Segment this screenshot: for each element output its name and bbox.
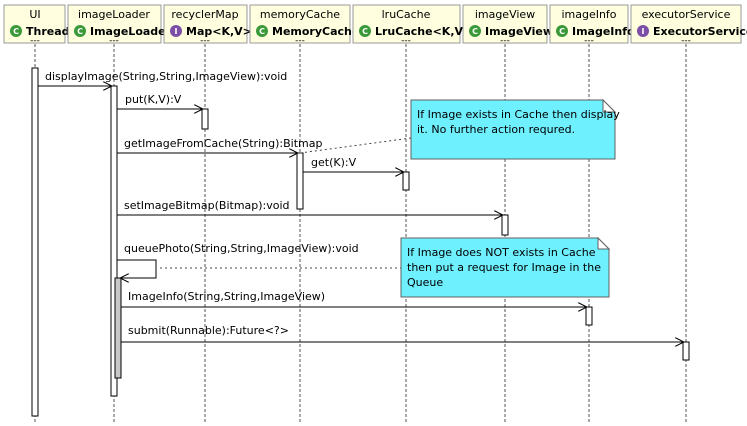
- header-dots: ---: [295, 36, 305, 46]
- class-icon-letter: C: [362, 27, 368, 36]
- note-cache-missing[interactable]: If Image does NOT exists in Cache then p…: [400, 236, 611, 298]
- message-queuephoto[interactable]: queuePhoto(String,String,ImageView):void: [117, 242, 359, 278]
- message-submit[interactable]: submit(Runnable):Future<?>: [121, 324, 683, 342]
- class-icon-letter: C: [559, 27, 565, 36]
- participant-ui[interactable]: UI C Thread ---: [3, 4, 70, 46]
- participant-type: Thread: [26, 25, 70, 38]
- message-label: put(K,V):V: [125, 93, 182, 106]
- message-label: displayImage(String,String,ImageView):vo…: [45, 70, 287, 83]
- participant-type: MemoryCache: [272, 25, 359, 38]
- header-dots: ---: [30, 36, 40, 46]
- message-label: ImageInfo(String,String,ImageView): [128, 290, 325, 303]
- participant-type: ImageInfo: [572, 25, 635, 38]
- participant-type: Map<K,V>: [186, 25, 252, 38]
- message-label: submit(Runnable):Future<?>: [128, 324, 289, 337]
- participant-imageview[interactable]: imageView C ImageView ---: [462, 4, 553, 46]
- class-icon: [74, 25, 86, 37]
- interface-icon: [170, 25, 182, 37]
- participant-name: imageView: [475, 8, 535, 21]
- class-icon-letter: C: [259, 27, 265, 36]
- message-imageinfo-constructor[interactable]: ImageInfo(String,String,ImageView): [121, 290, 586, 307]
- participant-executorservice[interactable]: executorService I ExecutorService ---: [630, 4, 747, 46]
- participant-name: executorService: [642, 8, 731, 21]
- participant-name: lruCache: [382, 8, 431, 21]
- participant-type: ExecutorService: [653, 25, 747, 38]
- activation-imageinfo: [585, 306, 593, 326]
- activation-ui: [31, 67, 39, 417]
- interface-icon-letter: I: [175, 27, 178, 36]
- message-put[interactable]: put(K,V):V: [117, 93, 202, 109]
- message-label: getImageFromCache(String):Bitmap: [124, 137, 322, 150]
- message-setimagebitmap[interactable]: setImageBitmap(Bitmap):void: [117, 199, 502, 215]
- class-icon-letter: C: [77, 27, 83, 36]
- participant-name: memoryCache: [260, 8, 340, 21]
- note-connector-cache: [299, 137, 412, 154]
- participant-imageloader[interactable]: imageLoader C ImageLoader ---: [67, 4, 172, 46]
- activation-queuephoto: [114, 277, 122, 379]
- note-line: Queue: [407, 276, 443, 289]
- message-label: setImageBitmap(Bitmap):void: [124, 199, 290, 212]
- activation-lrucache: [402, 171, 410, 191]
- participant-lrucache[interactable]: lruCache C LruCache<K,V> ---: [352, 4, 472, 46]
- participant-imageinfo[interactable]: imageInfo C ImageInfo ---: [549, 4, 635, 46]
- message-get[interactable]: get(K):V: [303, 156, 403, 172]
- note-line: If Image does NOT exists in Cache: [407, 246, 596, 259]
- header-dots: ---: [109, 36, 119, 46]
- participant-type: LruCache<K,V>: [375, 25, 472, 38]
- participant-type: ImageView: [485, 25, 553, 38]
- participant-name: imageInfo: [561, 8, 616, 21]
- message-label: queuePhoto(String,String,ImageView):void: [124, 242, 359, 255]
- header-dots: ---: [584, 36, 594, 46]
- participant-name: recyclerMap: [171, 8, 238, 21]
- header-dots: ---: [401, 36, 411, 46]
- note-line: If Image exists in Cache then display: [417, 108, 620, 121]
- activation-imageview: [501, 214, 509, 236]
- activation-recyclermap: [201, 108, 209, 130]
- interface-icon: [637, 25, 649, 37]
- interface-icon-letter: I: [642, 27, 645, 36]
- note-line: it. No further action requred.: [417, 123, 575, 136]
- class-icon: [359, 25, 371, 37]
- class-icon: [556, 25, 568, 37]
- header-dots: ---: [200, 36, 210, 46]
- participant-type: ImageLoader: [90, 25, 172, 38]
- activation-imageloader: [110, 85, 118, 397]
- class-icon-letter: C: [472, 27, 478, 36]
- header-dots: ---: [681, 36, 691, 46]
- class-icon: [469, 25, 481, 37]
- participant-recyclermap[interactable]: recyclerMap I Map<K,V> ---: [163, 4, 252, 46]
- class-icon: [256, 25, 268, 37]
- message-label: get(K):V: [311, 156, 357, 169]
- activation-memorycache: [296, 152, 304, 210]
- note-cache-exists[interactable]: If Image exists in Cache then display it…: [410, 98, 620, 160]
- activation-executorservice: [682, 341, 690, 361]
- message-getimagefromcache[interactable]: getImageFromCache(String):Bitmap: [117, 137, 322, 153]
- message-displayimage[interactable]: displayImage(String,String,ImageView):vo…: [38, 70, 287, 86]
- participant-memorycache[interactable]: memoryCache C MemoryCache ---: [249, 4, 359, 46]
- note-line: then put a request for Image in the: [407, 261, 601, 274]
- participant-name: UI: [29, 8, 40, 21]
- header-dots: ---: [500, 36, 510, 46]
- participant-name: imageLoader: [78, 8, 150, 21]
- class-icon: [10, 25, 22, 37]
- class-icon-letter: C: [13, 27, 19, 36]
